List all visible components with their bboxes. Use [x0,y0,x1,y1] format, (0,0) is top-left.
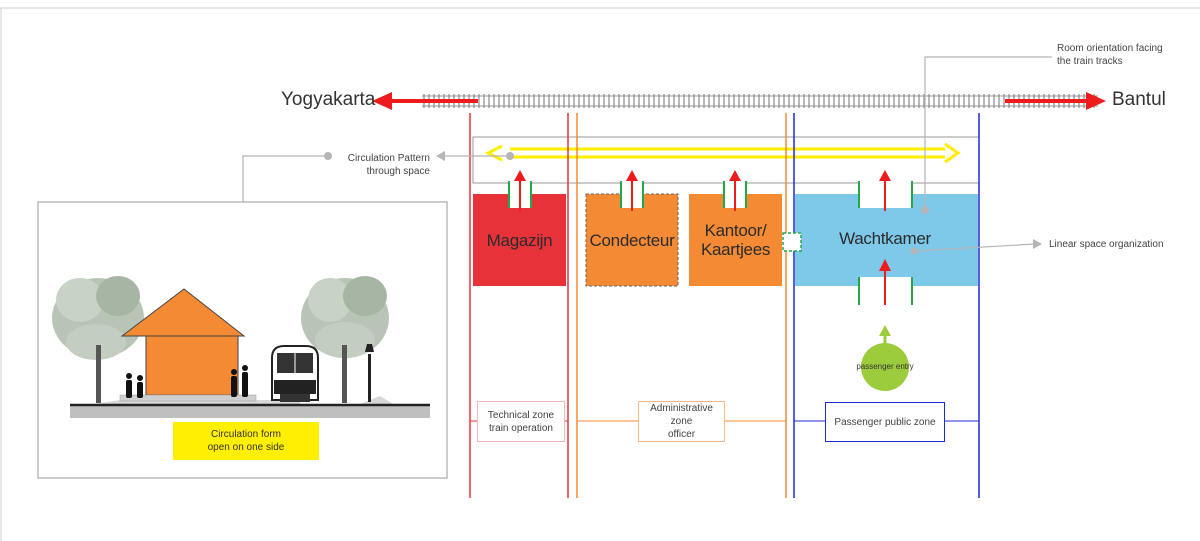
people-right-icon [231,365,248,397]
city-label-bantul: Bantul [1112,89,1166,110]
door-connector-kantoor-wachtkamer [782,232,802,252]
section-caption: Circulation form open on one side [173,422,319,460]
yellow-circulation-arrow [484,142,961,164]
train-icon [271,345,319,402]
room-kantoor-label: Kantoor/ Kaartjees [689,194,782,286]
note-circulation: Circulation Pattern through space [338,152,430,178]
ground [70,396,430,418]
door-condecteur [620,170,644,211]
room-kantoor-line1: Kantoor/ [704,221,767,240]
note-orientation: Room orientation facing the train tracks [1057,42,1163,68]
arrow-right-bantul [1005,92,1106,110]
lamp-post-icon [365,344,374,402]
arrow-left-yogyakarta [372,92,478,110]
note-linear: Linear space organization [1049,239,1164,250]
door-kantoor [723,170,747,211]
leader-orientation [921,56,1052,214]
room-magazijn-label: Magazijn [486,230,553,250]
zone-technical: Technical zone train operation [477,401,565,442]
door-magazijn [508,170,532,211]
door-wachtkamer-top [858,170,913,211]
railway-track [422,94,1098,108]
door-wachtkamer-bottom [858,259,913,305]
note-orientation-line1: Room orientation facing [1057,43,1163,54]
section-caption-line1: Circulation form [210,429,282,440]
room-kantoor-line2: Kaartjees [700,240,771,259]
tree-right-icon [301,276,389,403]
zone-passenger: Passenger public zone [825,402,945,442]
city-label-yogyakarta: Yogyakarta [281,89,376,110]
people-left-icon [126,373,143,398]
zone-technical-line2: train operation [489,422,553,434]
zone-technical-line1: Technical zone [487,409,555,421]
passenger-entry-node [861,325,909,391]
circulation-corridor [472,136,980,184]
station-house-icon [119,288,257,402]
note-orientation-line2: the train tracks [1057,56,1123,67]
room-wachtkamer-label: Wachtkamer [839,228,931,248]
room-condecteur-label: Condecteur [589,230,675,250]
zone-admin-line1: Administrative zone [650,403,713,427]
passenger-entry-label: passenger entry [856,362,914,371]
section-caption-line2: open on one side [207,442,285,453]
tree-left-icon [52,276,144,403]
zone-admin-line2: officer [667,429,696,440]
zone-administrative: Administrative zone officer [638,401,725,442]
leader-linear [910,239,1042,255]
note-circulation-line2: through space [366,166,430,177]
note-circulation-line1: Circulation Pattern [347,153,430,164]
